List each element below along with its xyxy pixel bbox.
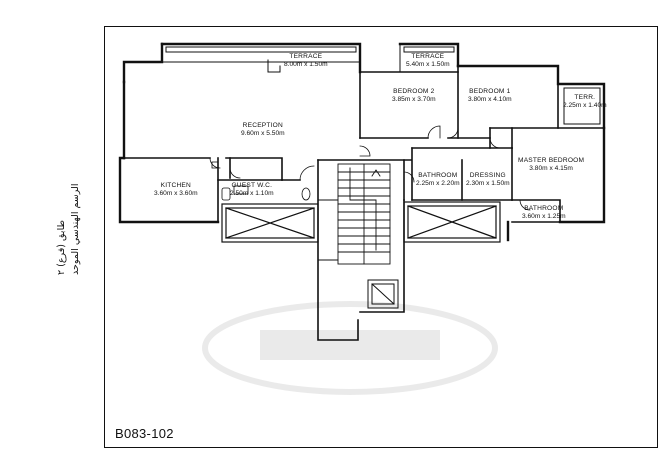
watermark-graphic	[202, 301, 498, 395]
terrace-rails	[161, 43, 601, 125]
staircase	[317, 163, 391, 265]
lift-lobby-right	[403, 201, 501, 243]
drawing-frame	[104, 26, 658, 448]
side-caption-line-1: طابق (فرع) ٢	[56, 219, 67, 275]
elevator-box	[367, 279, 399, 309]
outer-walls	[118, 42, 606, 242]
room-label-guest-wc: GUEST W.C.2.50m x 1.10m	[230, 182, 274, 197]
interior-walls	[123, 65, 605, 341]
sheet-code: B083-102	[115, 426, 174, 441]
side-caption: طابق (فرع) ٢ الرسم الهندسي الموحد	[56, 183, 86, 275]
side-caption-line-2: الرسم الهندسي الموحد	[70, 183, 81, 275]
sanitary-fixtures	[211, 161, 311, 201]
door-swings	[209, 125, 531, 211]
room-label-terr: TERR.2.25m x 1.40m	[563, 94, 607, 109]
lift-lobby-left	[221, 203, 319, 243]
